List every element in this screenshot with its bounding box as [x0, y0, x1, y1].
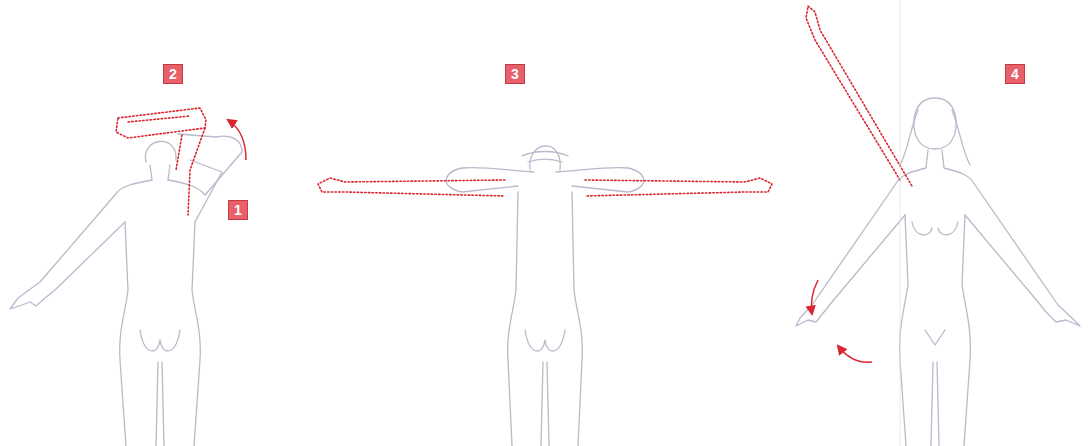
- callout-number: 4: [1005, 64, 1025, 84]
- figure-back-arm-raised: [10, 108, 246, 446]
- figure-back-hands-behind-head: [318, 146, 772, 446]
- callout-number: 1: [228, 200, 248, 220]
- callout-number: 3: [505, 64, 525, 84]
- figure-front-arm-lift: [796, 0, 1080, 446]
- callout-number: 2: [163, 64, 183, 84]
